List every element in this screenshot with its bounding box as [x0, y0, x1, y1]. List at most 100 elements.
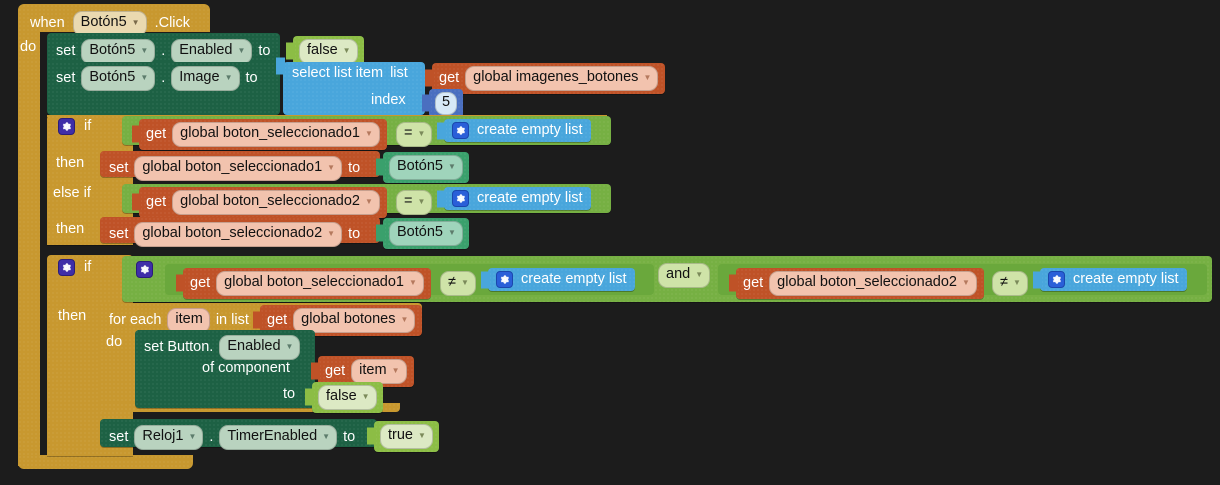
comparison-operator-4[interactable]: ≠ ▼: [992, 271, 1028, 296]
to-label: to: [343, 429, 356, 446]
and-operator-field[interactable]: and ▼: [658, 263, 711, 288]
plug-nub: [132, 125, 141, 143]
variable-dropdown[interactable]: global boton_seleccionado2 ▼: [769, 271, 977, 296]
variable-dropdown[interactable]: global boton_seleccionado2 ▼: [134, 222, 343, 247]
chevron-down-icon: ▼: [643, 72, 652, 82]
get-label: get: [146, 126, 167, 143]
plug-nub: [481, 271, 490, 288]
operator-dropdown[interactable]: = ▼: [396, 122, 433, 147]
get-label: get: [439, 70, 460, 87]
chevron-down-icon: ▼: [140, 45, 149, 55]
get-global-botones-block[interactable]: get global botones ▼: [253, 305, 423, 336]
component-boton5-block-1[interactable]: Botón5 ▼: [376, 152, 469, 183]
plug-nub: [422, 94, 431, 112]
logic-false-dropdown[interactable]: false ▼: [318, 385, 377, 410]
comparison-operator-1[interactable]: = ▼: [396, 122, 433, 147]
component-name: Botón5: [89, 69, 136, 85]
create-empty-list-block-3[interactable]: create empty list: [481, 268, 635, 291]
get-global-imagenes-botones-block[interactable]: get global imagenes_botones ▼: [425, 63, 666, 94]
chevron-down-icon: ▼: [361, 391, 370, 401]
property-name: Enabled: [179, 42, 233, 58]
variable-dropdown[interactable]: global imagenes_botones ▼: [465, 66, 659, 91]
set-enabled-property-dropdown[interactable]: Enabled ▼: [171, 39, 253, 64]
variable-name: global imagenes_botones: [473, 69, 639, 85]
to-label: to: [348, 160, 361, 177]
variable-dropdown[interactable]: global boton_seleccionado1 ▼: [216, 271, 424, 296]
list-socket-label: list: [390, 65, 408, 81]
create-empty-list-block-4[interactable]: create empty list: [1033, 268, 1187, 291]
set-enabled-component-dropdown[interactable]: Botón5 ▼: [81, 39, 156, 64]
get-label: get: [146, 194, 167, 211]
for-each-label: for each: [109, 312, 162, 329]
chevron-down-icon: ▼: [417, 196, 426, 206]
component-dropdown[interactable]: Botón5 ▼: [389, 221, 463, 246]
variable-dropdown[interactable]: global botones ▼: [293, 308, 416, 333]
plug-nub: [376, 158, 385, 176]
if-block-1[interactable]: [47, 115, 133, 245]
logic-true-dropdown[interactable]: true ▼: [380, 424, 433, 449]
event-component-dropdown[interactable]: Botón5 ▼: [72, 11, 147, 36]
plug-nub: [276, 57, 285, 75]
chevron-down-icon: ▼: [1012, 277, 1021, 287]
logic-false-block-1[interactable]: false ▼: [286, 36, 364, 67]
operator-dropdown[interactable]: = ▼: [396, 190, 433, 215]
timer-property-dropdown[interactable]: TimerEnabled ▼: [219, 425, 338, 450]
variable-name: global boton_seleccionado2: [777, 274, 957, 290]
logic-false-dropdown[interactable]: false ▼: [299, 39, 358, 64]
get-label: get: [190, 275, 211, 292]
variable-dropdown[interactable]: global boton_seleccionado1 ▼: [134, 156, 343, 181]
get-boton-seleccionado1-block-2[interactable]: get global boton_seleccionado1 ▼: [176, 268, 431, 299]
create-empty-list-block-1[interactable]: create empty list: [437, 119, 591, 142]
number-block-index[interactable]: 5: [422, 89, 464, 118]
chevron-down-icon: ▼: [961, 277, 970, 287]
plug-nub: [437, 190, 446, 207]
get-item-block[interactable]: get item ▼: [311, 356, 414, 387]
if-1-header: if: [58, 118, 91, 135]
number-value: 5: [442, 94, 451, 110]
plug-nub: [437, 122, 446, 139]
logic-true-block[interactable]: true ▼: [367, 421, 439, 452]
component-property-dropdown[interactable]: Enabled ▼: [219, 335, 301, 360]
create-empty-list-block-2[interactable]: create empty list: [437, 187, 591, 210]
component-boton5-block-2[interactable]: Botón5 ▼: [376, 218, 469, 249]
get-boton-seleccionado1-block-1[interactable]: get global boton_seleccionado1 ▼: [132, 119, 387, 150]
chevron-down-icon: ▼: [695, 269, 704, 279]
and-dropdown[interactable]: and ▼: [658, 263, 711, 288]
select-list-item-block[interactable]: [283, 62, 425, 115]
component-name: Botón5: [397, 224, 443, 240]
set-image-component-dropdown[interactable]: Botón5 ▼: [81, 66, 156, 91]
create-empty-list-label: create empty list: [1073, 271, 1179, 288]
mutator-gear-icon[interactable]: [58, 118, 75, 135]
mutator-gear-icon[interactable]: [452, 122, 469, 139]
mutator-gear-icon[interactable]: [1048, 271, 1065, 288]
number-value-field[interactable]: 5: [435, 92, 458, 115]
comparison-operator-3[interactable]: ≠ ▼: [440, 271, 476, 296]
mutator-gear-icon[interactable]: [136, 261, 153, 278]
component-dropdown[interactable]: Botón5 ▼: [389, 155, 463, 180]
variable-dropdown[interactable]: global boton_seleccionado1 ▼: [172, 122, 380, 147]
comparison-operator-2[interactable]: = ▼: [396, 190, 433, 215]
mutator-gear-icon[interactable]: [452, 190, 469, 207]
variable-dropdown[interactable]: item ▼: [351, 359, 407, 384]
event-block-body: [18, 28, 40, 466]
get-label: get: [267, 312, 288, 329]
chevron-down-icon: ▼: [364, 196, 373, 206]
logic-false-block-2[interactable]: false ▼: [305, 382, 383, 413]
set-button-property-row: set Button. Enabled ▼: [144, 335, 301, 360]
get-boton-seleccionado2-block-1[interactable]: get global boton_seleccionado2 ▼: [132, 187, 387, 218]
timer-component-dropdown[interactable]: Reloj1 ▼: [134, 425, 204, 450]
set-image-property-dropdown[interactable]: Image ▼: [171, 66, 240, 91]
operator-dropdown[interactable]: ≠ ▼: [440, 271, 476, 296]
variable-dropdown[interactable]: global boton_seleccionado2 ▼: [172, 190, 380, 215]
mutator-gear-icon[interactable]: [58, 259, 75, 276]
loop-variable-field[interactable]: item: [167, 308, 210, 333]
mutator-gear-icon[interactable]: [496, 271, 513, 288]
and-mutator-gear[interactable]: [136, 261, 153, 279]
operator-dropdown[interactable]: ≠ ▼: [992, 271, 1028, 296]
get-boton-seleccionado2-block-2[interactable]: get global boton_seleccionado2 ▼: [729, 268, 984, 299]
chevron-down-icon: ▼: [400, 314, 409, 324]
variable-name: global boton_seleccionado1: [180, 125, 360, 141]
set-button-label: set Button.: [144, 339, 214, 356]
to-label: to: [258, 43, 271, 60]
